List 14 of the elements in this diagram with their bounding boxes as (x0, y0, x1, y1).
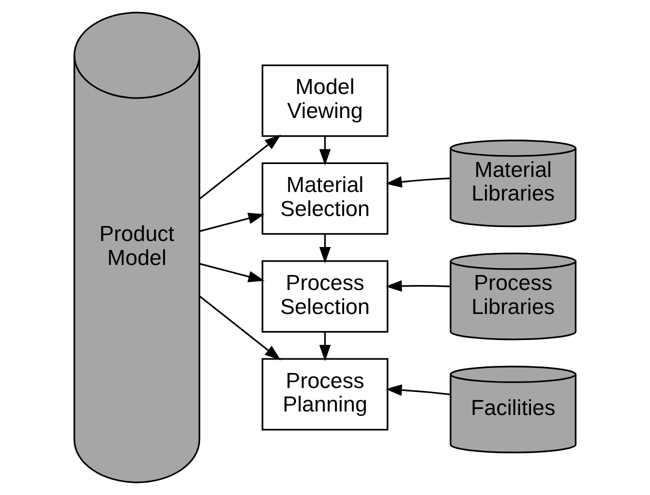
arrow (319, 136, 331, 166)
arrow (386, 280, 450, 292)
node-box: Material Selection (262, 162, 388, 235)
node-box: Process Planning (262, 358, 388, 430)
arrow (319, 332, 331, 362)
node-box: Model Viewing (262, 64, 388, 137)
arrow (319, 234, 331, 264)
arrow (200, 212, 265, 232)
node-box: Process Selection (262, 260, 388, 333)
arrow (386, 176, 450, 188)
arrow (199, 134, 281, 200)
arrow (386, 384, 450, 396)
arrow (200, 263, 265, 282)
arrow (199, 296, 281, 360)
